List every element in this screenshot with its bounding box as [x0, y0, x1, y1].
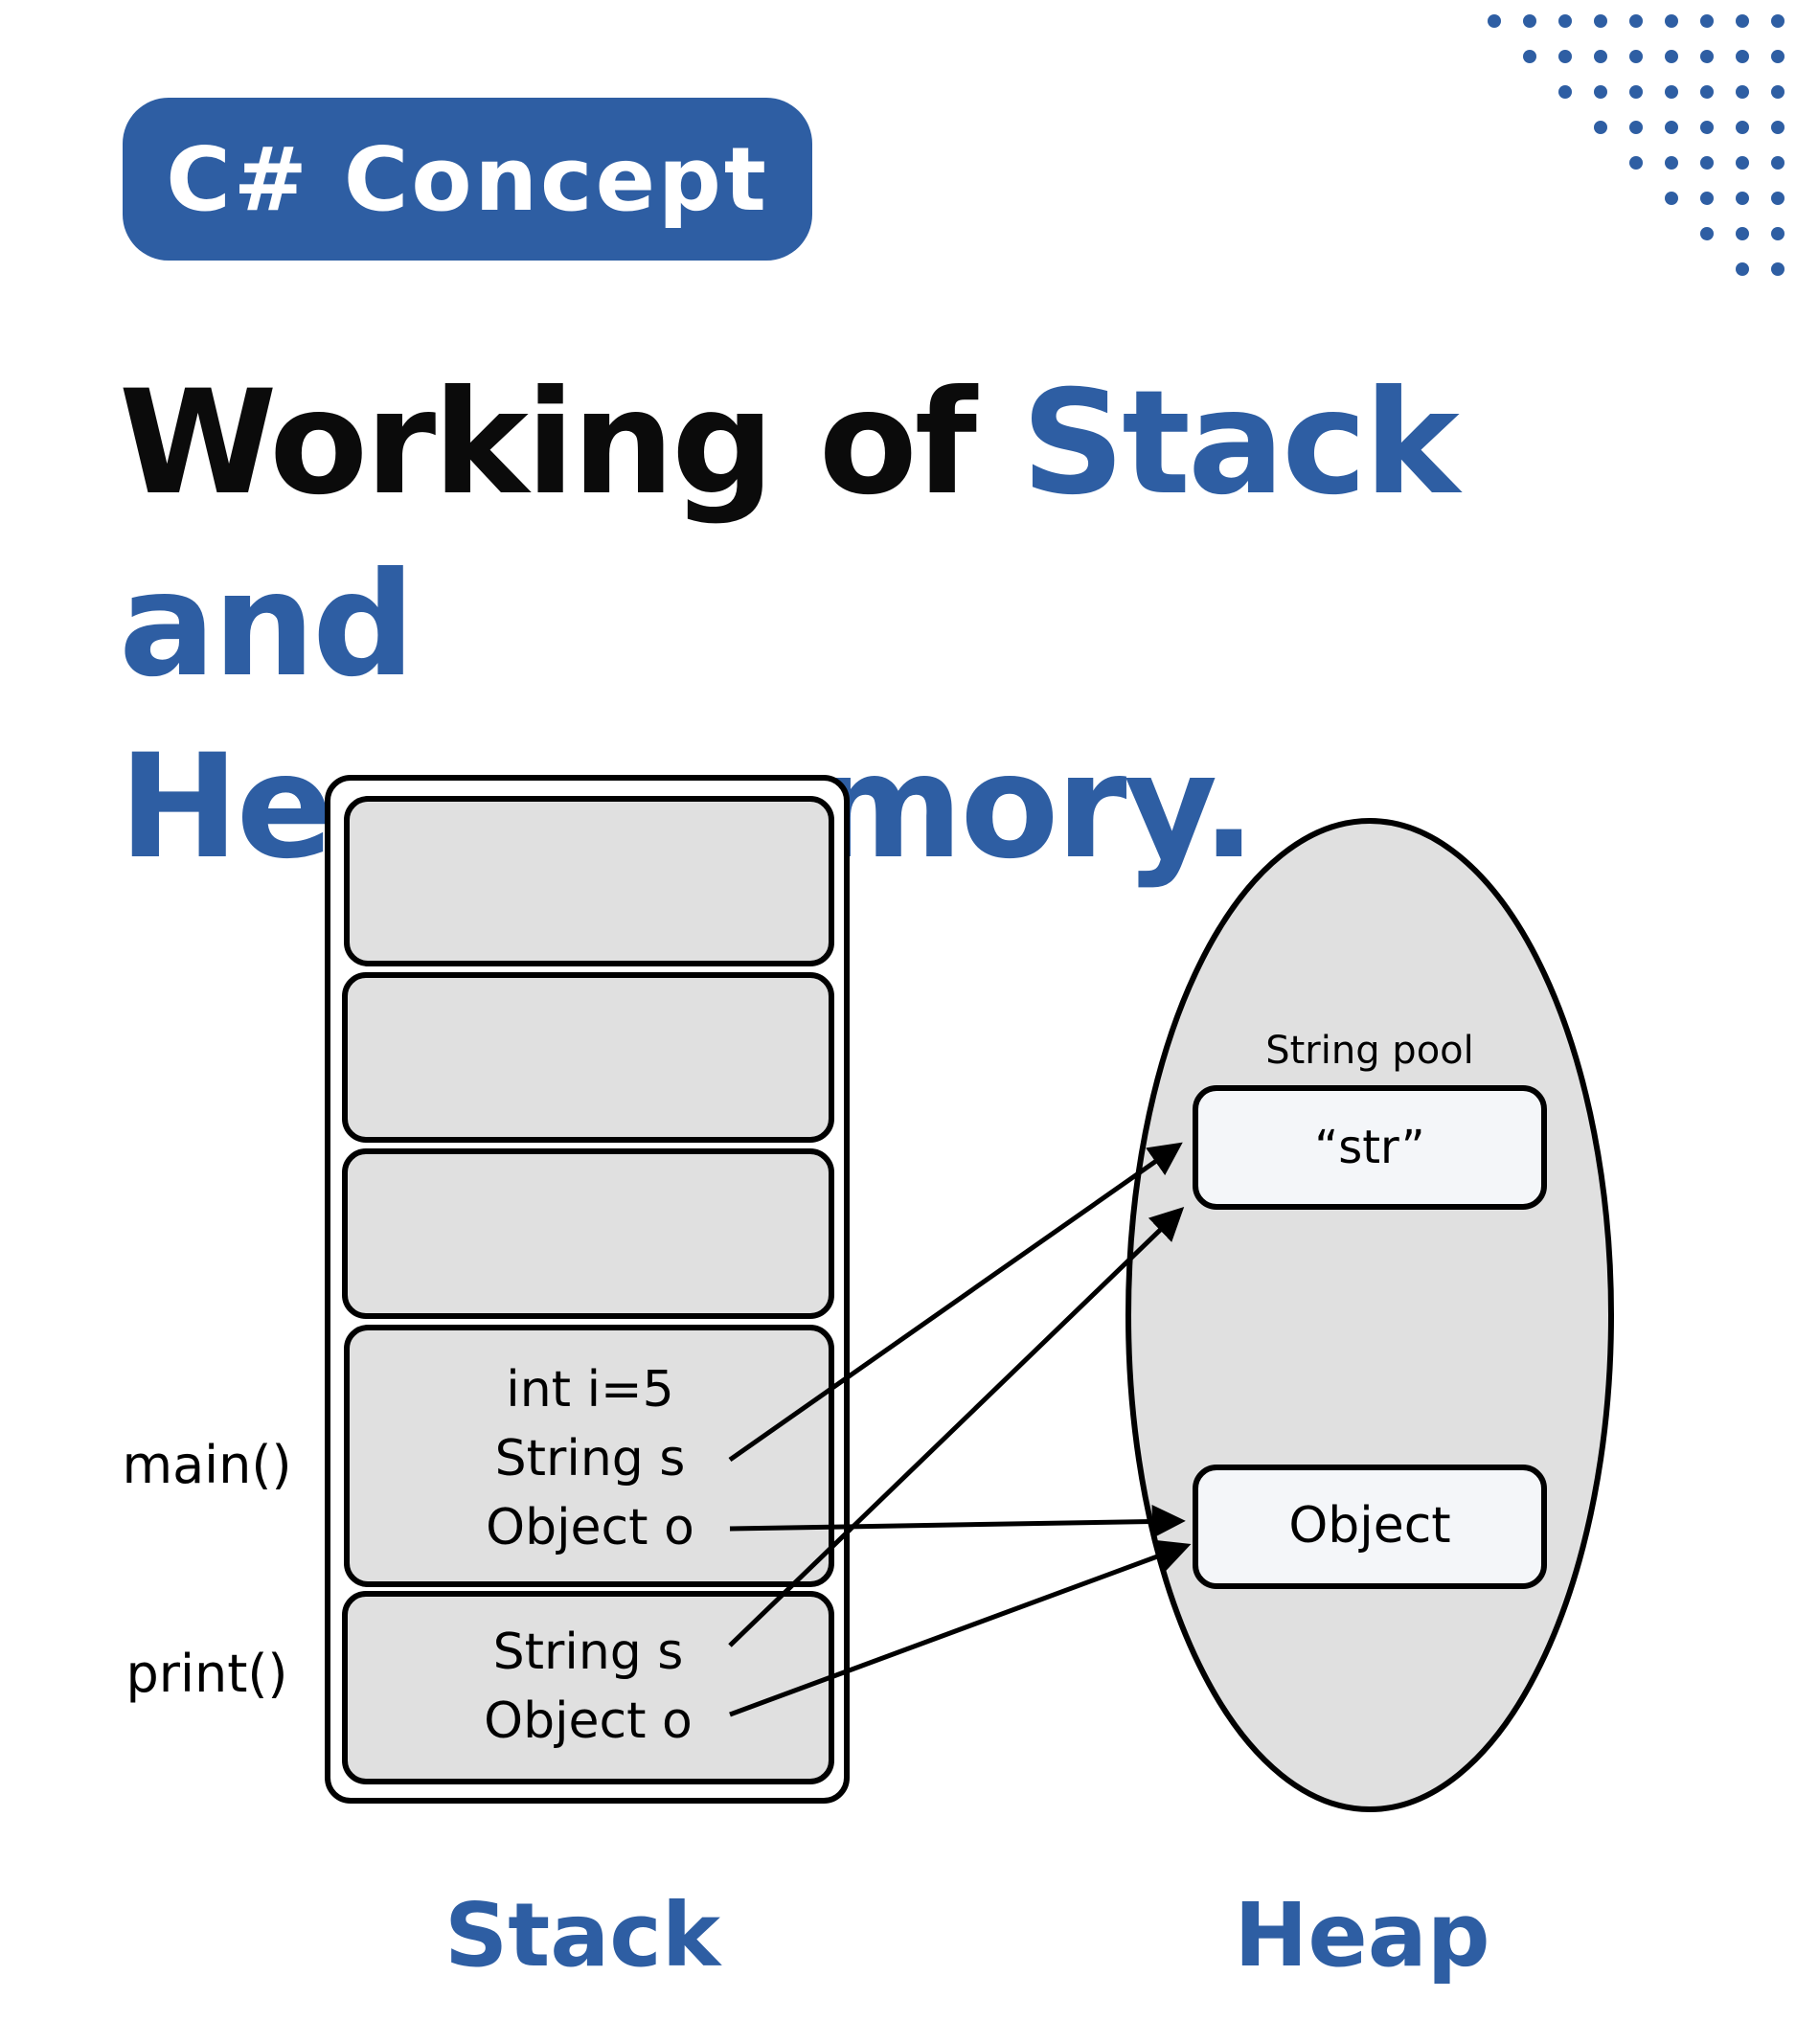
- decor-dot: [1736, 50, 1749, 63]
- main-var-int-i: int i=5: [506, 1361, 673, 1419]
- main-var-string-s: String s: [495, 1430, 686, 1488]
- decor-dot: [1594, 121, 1607, 134]
- concept-badge: C# Concept: [123, 98, 812, 261]
- decor-dot: [1771, 14, 1785, 28]
- heap-label: Heap: [1234, 1884, 1489, 1987]
- heap-object-label: Object: [1288, 1497, 1450, 1555]
- string-pool-label: String pool: [1265, 1029, 1474, 1073]
- decor-dot: [1700, 156, 1714, 170]
- decor-dot: [1665, 50, 1678, 63]
- arrow-main-object-to-object: [729, 1504, 1186, 1538]
- decor-dot: [1736, 192, 1749, 205]
- decor-dot: [1629, 50, 1643, 63]
- decor-dot: [1736, 262, 1749, 276]
- stack-frame-empty-3: [342, 1148, 834, 1319]
- decor-dot: [1558, 50, 1572, 63]
- decor-dot: [1594, 14, 1607, 28]
- print-var-string-s: String s: [493, 1624, 684, 1681]
- decor-dot: [1736, 121, 1749, 134]
- decor-dot: [1736, 14, 1749, 28]
- decor-dot: [1700, 85, 1714, 99]
- decor-dot: [1736, 227, 1749, 240]
- decor-dot: [1736, 156, 1749, 170]
- decor-dot: [1665, 192, 1678, 205]
- decor-dot: [1558, 14, 1572, 28]
- decor-dot: [1594, 50, 1607, 63]
- arrow-print-string-to-pool: [728, 1206, 1185, 1647]
- arrow-main-string-to-pool: [728, 1142, 1183, 1463]
- frame-label-main: main(): [122, 1435, 291, 1495]
- decor-dot: [1771, 227, 1785, 240]
- concept-badge-label: C# Concept: [166, 127, 769, 231]
- stack-frame-print: [342, 1591, 834, 1784]
- decorative-dot-grid: [1488, 14, 1785, 276]
- decor-dot: [1629, 14, 1643, 28]
- stack-label: Stack: [444, 1884, 722, 1987]
- decor-dot: [1665, 156, 1678, 170]
- heap-region: [1125, 818, 1614, 1812]
- decor-dot: [1629, 85, 1643, 99]
- decor-dot: [1665, 121, 1678, 134]
- decor-dot: [1665, 14, 1678, 28]
- decor-dot: [1771, 50, 1785, 63]
- decor-dot: [1488, 14, 1501, 28]
- decor-dot: [1700, 121, 1714, 134]
- decor-dot: [1771, 192, 1785, 205]
- decor-dot: [1771, 262, 1785, 276]
- decor-dot: [1736, 85, 1749, 99]
- frame-label-print: print(): [125, 1644, 287, 1704]
- decor-dot: [1665, 85, 1678, 99]
- decor-dot: [1523, 50, 1536, 63]
- print-var-object-o: Object o: [484, 1692, 693, 1750]
- stack-frame-empty-2: [342, 972, 834, 1143]
- title-part-1: Working of: [119, 360, 1022, 527]
- decor-dot: [1594, 85, 1607, 99]
- string-pool-box: [1193, 1085, 1547, 1210]
- decor-dot: [1700, 50, 1714, 63]
- title-part-2: Stack and: [119, 360, 1460, 709]
- decor-dot: [1771, 85, 1785, 99]
- decor-dot: [1558, 85, 1572, 99]
- decor-dot: [1523, 14, 1536, 28]
- decor-dot: [1700, 14, 1714, 28]
- decor-dot: [1771, 156, 1785, 170]
- decor-dot: [1629, 121, 1643, 134]
- decor-dot: [1700, 227, 1714, 240]
- stack-frame-main: [344, 1325, 834, 1587]
- decor-dot: [1629, 156, 1643, 170]
- string-pool-value: “str”: [1314, 1121, 1424, 1174]
- stack-frame-empty-1: [344, 796, 834, 966]
- heap-object-box: [1193, 1465, 1547, 1589]
- decor-dot: [1700, 192, 1714, 205]
- main-var-object-o: Object o: [486, 1499, 694, 1556]
- decor-dot: [1771, 121, 1785, 134]
- arrow-print-object-to-object: [729, 1539, 1192, 1717]
